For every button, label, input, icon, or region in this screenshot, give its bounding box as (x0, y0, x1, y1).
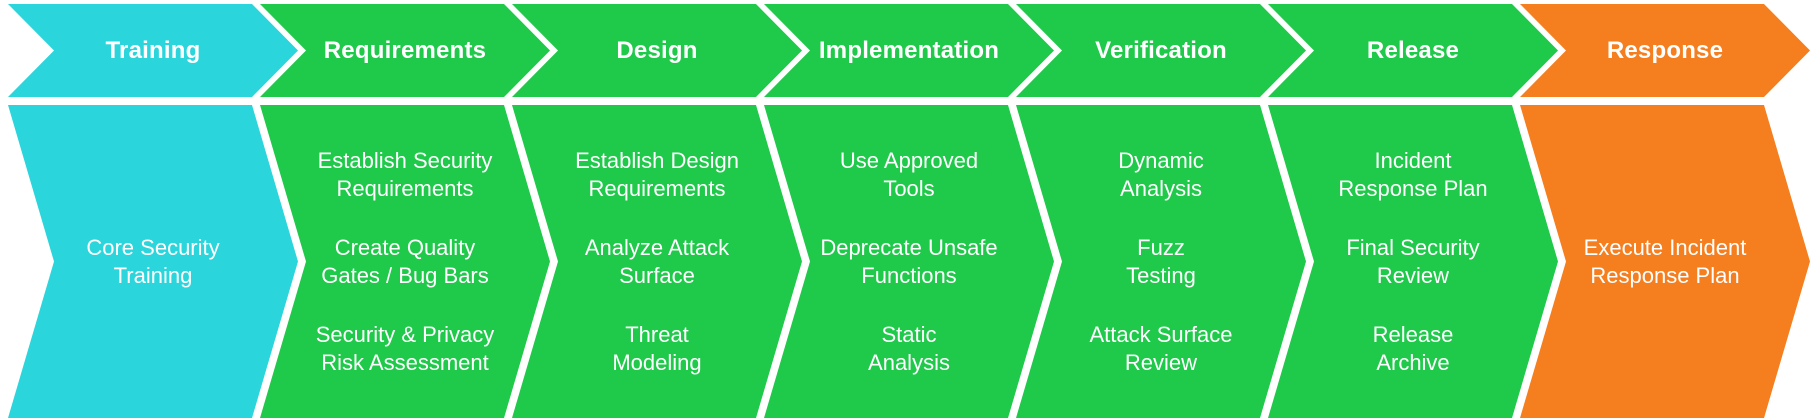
phase-implementation: Implementation Use Approved Tools Deprec… (764, 0, 1054, 418)
activity-attack-surface-review: Attack Surface Review (1089, 321, 1233, 375)
activity-threat-modeling: Threat Modeling (612, 321, 702, 375)
phase-response: Response Execute Incident Response Plan (1520, 0, 1810, 418)
phase-verification-label: Verification (1095, 36, 1227, 64)
phase-requirements: Requirements Establish Security Requirem… (260, 0, 550, 418)
phase-training-body-chevron: Core Security Training (8, 105, 298, 418)
activity-fuzz-testing: Fuzz Testing (1126, 234, 1196, 288)
activity-security-privacy-risk-assessment: Security & Privacy Risk Assessment (315, 321, 495, 375)
activity-deprecate-unsafe-functions: Deprecate Unsafe Functions (820, 234, 998, 288)
activity-use-approved-tools: Use Approved Tools (839, 147, 979, 201)
phase-implementation-header-chevron: Implementation (764, 4, 1054, 97)
phase-training-header-chevron: Training (8, 4, 298, 97)
phase-design-header-chevron: Design (512, 4, 802, 97)
phase-design-body-chevron: Establish Design Requirements Analyze At… (512, 105, 802, 418)
activity-create-quality-gates-bug-bars: Create Quality Gates / Bug Bars (321, 234, 489, 288)
phase-release-label: Release (1366, 36, 1460, 64)
phase-implementation-body-chevron: Use Approved Tools Deprecate Unsafe Func… (764, 105, 1054, 418)
phase-design: Design Establish Design Requirements Ana… (512, 0, 802, 418)
activity-static-analysis: Static Analysis (868, 321, 950, 375)
activity-analyze-attack-surface: Analyze Attack Surface (584, 234, 730, 288)
activity-incident-response-plan: Incident Response Plan (1338, 147, 1488, 201)
phase-response-label: Response (1606, 36, 1724, 64)
phase-requirements-body-chevron: Establish Security Requirements Create Q… (260, 105, 550, 418)
activity-final-security-review: Final Security Review (1346, 234, 1480, 288)
phase-release-body-chevron: Incident Response Plan Final Security Re… (1268, 105, 1558, 418)
phase-release-header-chevron: Release (1268, 4, 1558, 97)
phase-response-header-chevron: Response (1520, 4, 1810, 97)
phase-requirements-label: Requirements (323, 36, 487, 64)
phase-training-label: Training (105, 36, 201, 64)
activity-dynamic-analysis: Dynamic Analysis (1118, 147, 1204, 201)
phase-implementation-label: Implementation (818, 36, 1000, 64)
phase-design-label: Design (616, 36, 698, 64)
activity-establish-design-requirements: Establish Design Requirements (575, 147, 739, 201)
phase-response-body-chevron: Execute Incident Response Plan (1520, 105, 1810, 418)
phase-training: Training Core Security Training (8, 0, 298, 418)
activity-execute-incident-response-plan: Execute Incident Response Plan (1583, 234, 1747, 288)
phase-requirements-header-chevron: Requirements (260, 4, 550, 97)
activity-release-archive: Release Archive (1372, 321, 1454, 375)
phase-release: Release Incident Response Plan Final Sec… (1268, 0, 1558, 418)
activity-establish-security-requirements: Establish Security Requirements (317, 147, 493, 201)
activity-core-security-training: Core Security Training (86, 234, 220, 288)
phase-verification: Verification Dynamic Analysis Fuzz Testi… (1016, 0, 1306, 418)
phase-verification-header-chevron: Verification (1016, 4, 1306, 97)
phase-verification-body-chevron: Dynamic Analysis Fuzz Testing Attack Sur… (1016, 105, 1306, 418)
